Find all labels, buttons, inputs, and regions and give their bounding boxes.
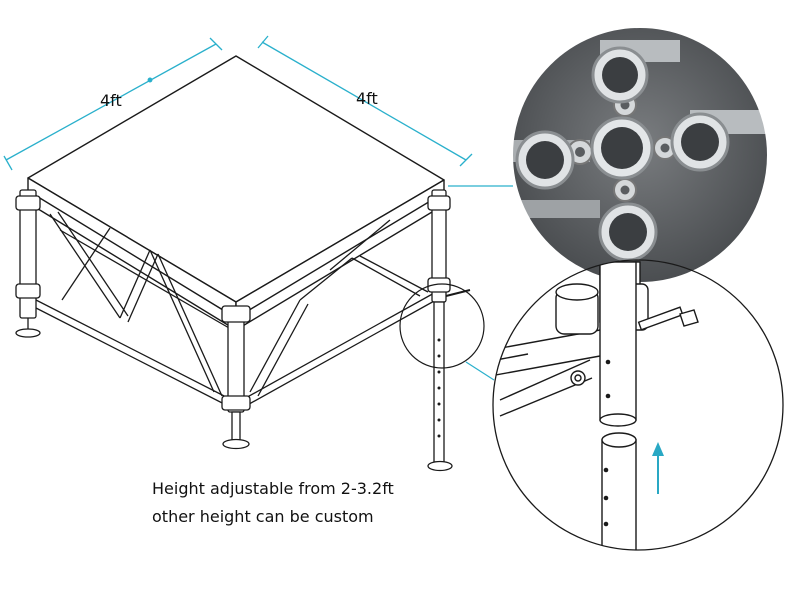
leg-zoom-frame: [492, 259, 784, 551]
stage-frame: [35, 211, 437, 409]
leg-zoom-detail: [493, 261, 699, 550]
insert-arrow-icon: [652, 442, 664, 494]
stage-legs: [15, 189, 471, 472]
caption-custom-height: other height can be custom: [152, 507, 374, 526]
dimension-lines: [3, 35, 473, 171]
leg-adjust-holes: [437, 338, 441, 438]
leg-zoom-holes: [603, 359, 611, 527]
width-dimension-label: 4ft: [100, 91, 122, 110]
stage-platform: [27, 55, 445, 331]
caption-height-range: Height adjustable from 2-3.2ft: [152, 479, 394, 498]
leg-detail-marker: [399, 283, 485, 369]
callout-connectors: [448, 185, 513, 381]
depth-dimension-label: 4ft: [356, 89, 378, 108]
connector-photo: [512, 27, 768, 283]
